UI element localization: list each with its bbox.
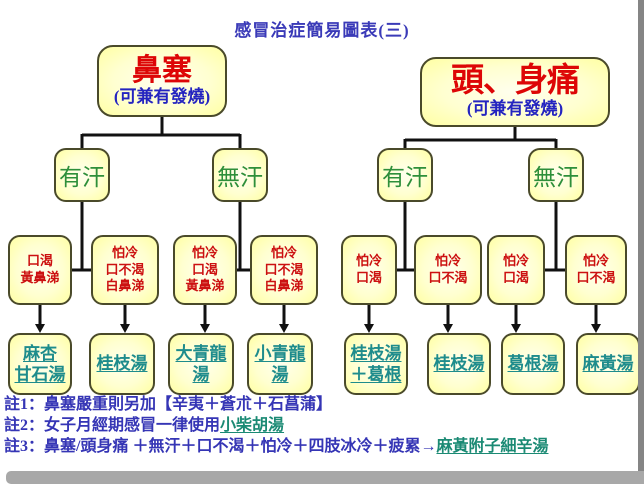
remedy-link[interactable]: 小青龍 湯 bbox=[254, 343, 306, 384]
note-label: 註1： bbox=[4, 396, 45, 413]
remedy-link[interactable]: 桂枝湯 bbox=[96, 354, 148, 374]
remedy-link[interactable]: 麻杏 甘石湯 bbox=[14, 343, 66, 384]
root-node-head-body-pain: 頭、身痛 (可兼有發燒) bbox=[420, 57, 610, 127]
node-label: 有汗 bbox=[382, 165, 428, 190]
remedy-link[interactable]: 大青龍 湯 bbox=[175, 343, 227, 384]
condition-node: 口渴 黃鼻涕 bbox=[8, 235, 72, 305]
note-line-2: 註2：女子月經期感冒一律使用小柴胡湯 bbox=[4, 415, 640, 436]
condition-node: 怕冷 口不渴 bbox=[565, 235, 627, 305]
remedy-node: 葛根湯 bbox=[501, 333, 565, 395]
sweat-node-left-sweaty: 有汗 bbox=[54, 148, 110, 202]
node-title: 頭、身痛 bbox=[451, 63, 580, 100]
node-subtitle: (可兼有發燒) bbox=[466, 99, 564, 119]
node-subtitle: (可兼有發燒) bbox=[113, 86, 211, 106]
condition-node: 怕冷 口渴 bbox=[487, 235, 545, 305]
condition-text: 怕冷 口不渴 bbox=[428, 253, 468, 285]
condition-text: 怕冷 口不渴 bbox=[576, 253, 616, 285]
root-node-nasal-congestion: 鼻塞 (可兼有發燒) bbox=[97, 45, 227, 117]
note-text: 女子月經期感冒一律使用 bbox=[44, 417, 221, 434]
condition-node: 怕冷 口不渴 白鼻涕 bbox=[91, 235, 159, 305]
sweat-node-left-no-sweat: 無汗 bbox=[212, 148, 268, 202]
remedy-node: 桂枝湯 ＋葛根 bbox=[344, 333, 408, 395]
node-label: 有汗 bbox=[59, 165, 105, 190]
note-line-1: 註1：鼻塞嚴重則另加【辛夷＋蒼朮＋石菖蒲】 bbox=[4, 394, 640, 415]
remedy-node: 麻杏 甘石湯 bbox=[8, 333, 72, 395]
remedy-node: 麻黃湯 bbox=[576, 333, 640, 395]
condition-text: 口渴 黃鼻涕 bbox=[20, 253, 60, 285]
condition-text: 怕冷 口渴 bbox=[502, 253, 529, 285]
page-right-edge bbox=[638, 0, 644, 484]
remedy-node: 桂枝湯 bbox=[427, 333, 491, 395]
remedy-link[interactable]: 葛根湯 bbox=[507, 354, 559, 374]
note-text: 鼻塞嚴重則另加【辛夷＋蒼朮＋石菖蒲】 bbox=[44, 396, 333, 413]
flowchart-title: 感冒治症簡易圖表(三) bbox=[234, 21, 410, 40]
sweat-node-right-no-sweat: 無汗 bbox=[528, 148, 584, 202]
condition-node: 怕冷 口渴 黃鼻涕 bbox=[173, 235, 237, 305]
condition-node: 怕冷 口不渴 bbox=[414, 235, 482, 305]
note-label: 註3： bbox=[4, 438, 45, 455]
note-label: 註2： bbox=[4, 417, 45, 434]
remedy-link[interactable]: 麻黃湯 bbox=[582, 354, 634, 374]
condition-node: 怕冷 口不渴 白鼻涕 bbox=[250, 235, 318, 305]
condition-text: 怕冷 口渴 bbox=[355, 253, 382, 285]
remedy-node: 大青龍 湯 bbox=[168, 333, 234, 395]
remedy-node: 小青龍 湯 bbox=[247, 333, 313, 395]
node-title: 鼻塞 bbox=[132, 54, 192, 88]
sweat-node-right-sweaty: 有汗 bbox=[377, 148, 433, 202]
remedy-link[interactable]: 桂枝湯 bbox=[433, 354, 485, 374]
node-label: 無汗 bbox=[217, 165, 263, 190]
note-line-3: 註3：鼻塞/頭身痛 ＋無汗＋口不渴＋怕冷＋四肢冰冷＋疲累→麻黃附子細辛湯 bbox=[4, 436, 640, 457]
note-link[interactable]: 麻黃附子細辛湯 bbox=[436, 438, 549, 455]
condition-text: 怕冷 口渴 黃鼻涕 bbox=[185, 244, 225, 294]
note-text: 鼻塞/頭身痛 ＋無汗＋口不渴＋怕冷＋四肢冰冷＋疲累→ bbox=[44, 438, 437, 455]
remedy-node: 桂枝湯 bbox=[89, 333, 155, 395]
page-bottom-shadow bbox=[6, 471, 644, 484]
condition-text: 怕冷 口不渴 白鼻涕 bbox=[264, 244, 304, 294]
remedy-link[interactable]: 桂枝湯 ＋葛根 bbox=[350, 343, 402, 384]
node-label: 無汗 bbox=[533, 165, 579, 190]
condition-text: 怕冷 口不渴 白鼻涕 bbox=[105, 244, 145, 294]
condition-node: 怕冷 口渴 bbox=[341, 235, 397, 305]
note-link[interactable]: 小柴胡湯 bbox=[220, 417, 285, 434]
footnotes: 註1：鼻塞嚴重則另加【辛夷＋蒼朮＋石菖蒲】 註2：女子月經期感冒一律使用小柴胡湯… bbox=[4, 394, 640, 457]
